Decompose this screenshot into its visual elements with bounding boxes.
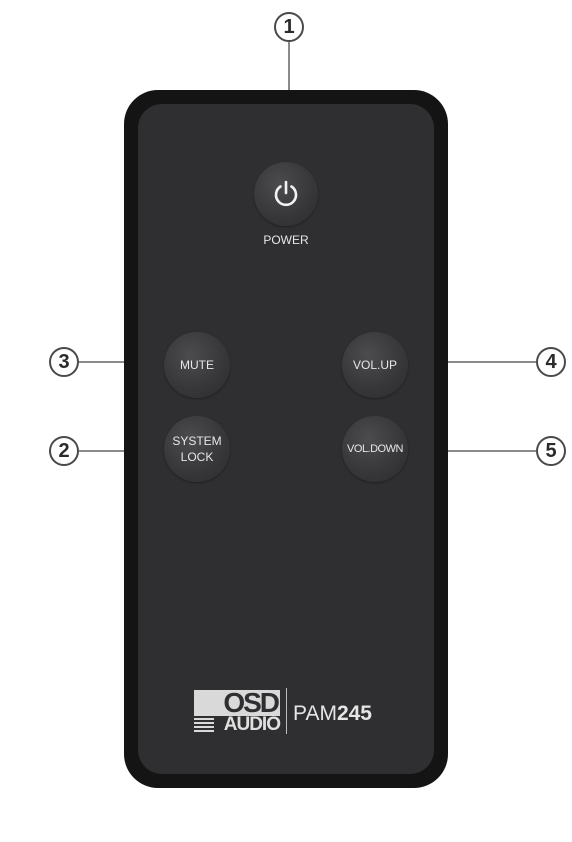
callout-3: 3 [49, 347, 79, 377]
power-icon [274, 180, 298, 207]
model-number: 245 [336, 702, 372, 725]
volume-down-label: VOL.DOWN [347, 443, 403, 455]
logo-audio-text: AUDIO [223, 714, 281, 735]
logo-divider [286, 688, 287, 734]
system-lock-label-line2: LOCK [180, 450, 214, 464]
power-label: POWER [263, 233, 309, 247]
volume-up-label: VOL.UP [352, 358, 397, 372]
mute-button[interactable]: MUTE [164, 332, 230, 398]
system-lock-label-line1: SYSTEM [172, 434, 222, 448]
power-button[interactable] [254, 162, 318, 226]
volume-up-button[interactable]: VOL.UP [342, 332, 408, 398]
osd-audio-logo: OSD AUDIO [194, 689, 281, 735]
callout-4: 4 [536, 347, 566, 377]
logo-stripe [194, 714, 214, 733]
system-lock-button[interactable]: SYSTEM LOCK [164, 416, 230, 482]
callout-2: 2 [49, 436, 79, 466]
callout-1: 1 [274, 12, 304, 42]
logo-osd-text: OSD [194, 689, 280, 717]
callout-5: 5 [536, 436, 566, 466]
model-prefix: PAM [293, 702, 337, 725]
volume-down-button[interactable]: VOL.DOWN [342, 416, 408, 482]
mute-label: MUTE [180, 358, 214, 372]
model-name: PAM245 [293, 702, 372, 726]
